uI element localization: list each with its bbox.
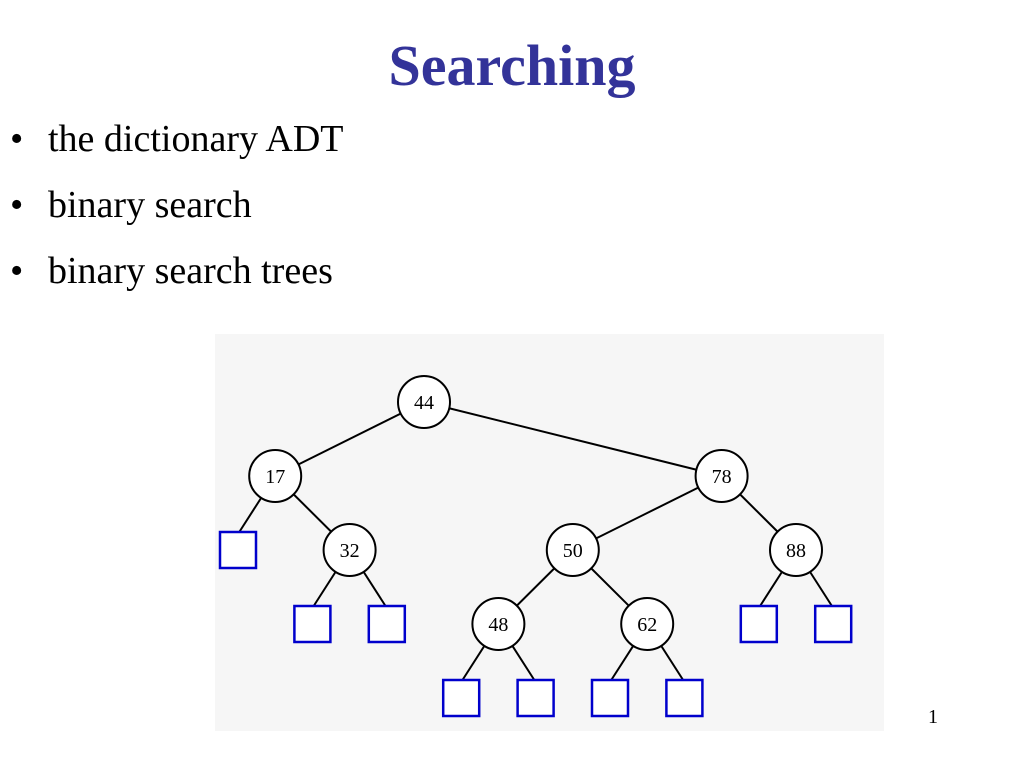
tree-node-78: 78 xyxy=(694,449,749,503)
tree-node-circle xyxy=(248,449,303,503)
tree-node-17: 17 xyxy=(248,449,303,503)
tree-node-88: 88 xyxy=(769,523,823,577)
bullet-dot-icon: • xyxy=(10,250,24,292)
bullet-item: • the dictionary ADT xyxy=(10,106,343,172)
external-leaf-node xyxy=(293,604,332,644)
external-leaf-node xyxy=(218,530,258,570)
tree-edge xyxy=(423,401,722,477)
tree-node-50: 50 xyxy=(545,523,600,577)
tree-node-48: 48 xyxy=(471,597,526,651)
tree-node-key: 50 xyxy=(563,540,583,562)
external-leaf-node xyxy=(813,604,853,644)
tree-edge xyxy=(572,475,723,551)
tree-node-32: 32 xyxy=(322,523,377,577)
tree-edge xyxy=(274,401,425,477)
bullet-dot-icon: • xyxy=(10,184,24,226)
bullet-list: • the dictionary ADT • binary search • b… xyxy=(10,106,343,304)
bullet-text: binary search trees xyxy=(48,250,333,292)
bullet-text: binary search xyxy=(48,184,252,226)
slide-title: Searching xyxy=(388,33,636,98)
external-leaf-node xyxy=(441,678,481,718)
page-number: 1 xyxy=(928,706,938,728)
external-leaf-node xyxy=(739,604,779,644)
bullet-dot-icon: • xyxy=(10,118,24,160)
tree-node-circle xyxy=(471,597,526,651)
external-leaf-node xyxy=(367,604,407,644)
tree-node-44: 44 xyxy=(397,375,451,429)
tree-node-key: 44 xyxy=(414,392,434,414)
tree-node-key: 32 xyxy=(340,540,360,562)
external-leaf-node xyxy=(516,678,555,718)
bullet-text: the dictionary ADT xyxy=(48,118,344,160)
tree-node-circle xyxy=(322,523,377,577)
tree-node-key: 78 xyxy=(712,466,732,488)
tree-node-circle xyxy=(694,449,749,503)
tree-node-62: 62 xyxy=(620,597,675,651)
external-leaf-node xyxy=(590,678,630,718)
tree-node-key: 88 xyxy=(786,540,806,562)
external-leaf-node xyxy=(665,678,704,718)
bullet-item: • binary search xyxy=(10,172,343,238)
tree-node-key: 17 xyxy=(265,466,285,488)
tree-node-circle xyxy=(769,523,823,577)
tree-node-circle xyxy=(620,597,675,651)
tree-node-circle xyxy=(545,523,600,577)
tree-node-key: 48 xyxy=(488,614,508,636)
tree-node-key: 62 xyxy=(637,614,657,636)
tree-node-circle xyxy=(397,375,451,429)
tree-diagram-panel xyxy=(215,334,884,731)
bullet-item: • binary search trees xyxy=(10,238,343,304)
